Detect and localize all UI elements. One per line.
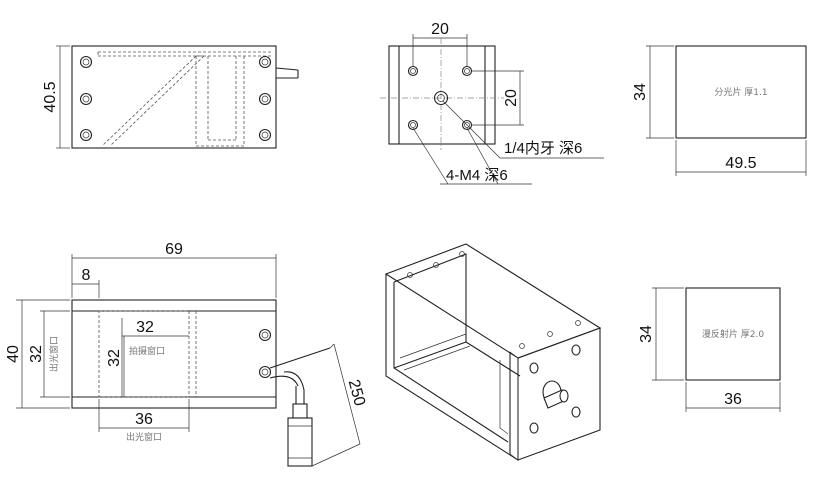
front-view-bottom: 69 8 40 32 出光窗口 32 32 拍摄窗口 36 出光窗口 <box>5 241 368 467</box>
dim-ext-250-top <box>329 343 335 349</box>
dim-ext-250-bottom <box>311 443 361 467</box>
iso-inner-bracket <box>499 360 509 435</box>
dim-line-250 <box>333 343 361 445</box>
iso-top-screw-2 <box>433 262 439 268</box>
iso-top-screw-5 <box>547 331 553 337</box>
iso-top-face <box>384 243 602 359</box>
screw-hole-br <box>258 128 272 142</box>
iso-left-front-edge <box>385 274 519 461</box>
diffuser-label: 漫反射片 厚2.0 <box>702 328 764 340</box>
hidden-mirror-line-1 <box>101 55 197 147</box>
dim-window-height-text: 32 <box>28 345 45 363</box>
m4-hole-bl-inner <box>410 122 416 128</box>
iso-inner-floor-line <box>399 333 467 359</box>
screw-hole-mr <box>258 92 272 106</box>
hidden-mirror-line-2 <box>109 55 205 147</box>
note-thread-text: 1/4内牙 深6 <box>504 140 582 157</box>
cable-top-edge <box>269 347 331 369</box>
cable-strain-relief <box>292 403 308 419</box>
connector-body <box>287 417 313 467</box>
dim-splitter-height-text: 34 <box>632 83 649 101</box>
thread-hole-center-inner <box>437 94 445 102</box>
dim-diffuser-height-text: 34 <box>638 325 655 343</box>
dim-width-text: 20 <box>431 21 449 38</box>
iso-boss-tip <box>559 389 569 403</box>
iso-inner-floor-back <box>393 341 467 369</box>
dim-height-40-text: 40 <box>5 345 22 363</box>
screw-hole-ml-inner <box>82 95 90 103</box>
dim-diffuser-width-text: 36 <box>724 391 742 408</box>
light-window-outline <box>98 310 190 398</box>
iso-top-screw-6 <box>575 320 581 326</box>
screw-hole-upper <box>258 328 272 342</box>
m4-hole-br <box>461 119 473 131</box>
shoot-window-label: 拍摄窗口 <box>129 345 165 357</box>
iso-inner-floor-line-2 <box>403 345 471 371</box>
iso-top-screw-4 <box>519 343 525 349</box>
m4-hole-br-inner <box>464 122 470 128</box>
note-holes-text: 4-M4 深6 <box>446 167 508 184</box>
screw-hole-mr-inner <box>261 95 269 103</box>
iso-top-screw-3 <box>459 251 465 257</box>
isometric-view <box>384 243 602 461</box>
iso-left-inner-back <box>393 253 467 342</box>
dim-height-text: 40.5 <box>42 81 59 112</box>
screw-hole-bl <box>79 128 93 142</box>
dim-offset-text: 8 <box>82 267 91 284</box>
m4-hole-bl <box>407 119 419 131</box>
dim-height-text-side: 20 <box>503 89 520 107</box>
leader-holes-right <box>466 127 499 185</box>
iso-top-screw-1 <box>407 272 413 278</box>
front-view-top: 40.5 <box>42 45 299 149</box>
front-body-outline <box>71 45 277 149</box>
screw-hole-bl-inner <box>82 131 90 139</box>
screw-hole-tr-inner <box>261 58 269 66</box>
screw-hole-tl-inner <box>82 58 90 66</box>
screw-hole-lower-inner <box>261 368 269 376</box>
cable-inner-edge <box>269 375 299 387</box>
m4-hole-tl-inner <box>410 68 416 74</box>
iso-end-plate-edge <box>509 351 519 461</box>
diffuser-plate-view: 漫反射片 厚2.0 34 36 <box>638 287 781 412</box>
dim-splitter-width-text: 49.5 <box>725 155 756 172</box>
thread-hole-center <box>433 90 449 106</box>
screw-hole-tr <box>258 55 272 69</box>
iso-plate-hole-3 <box>571 406 581 418</box>
iso-plate-hole-4 <box>529 422 539 434</box>
screw-hole-upper-inner <box>261 331 269 339</box>
splitter-plate-view: 分光片 厚1.1 34 49.5 <box>632 45 807 176</box>
dim-inner-width-text: 32 <box>136 319 154 336</box>
m4-hole-tr <box>461 65 473 77</box>
dim-inner-height-text: 32 <box>106 349 123 367</box>
screw-hole-tl <box>79 55 93 69</box>
leader-holes-left <box>412 127 449 185</box>
iso-inner-right-floor <box>465 341 521 377</box>
screw-hole-ml <box>79 92 93 106</box>
screw-hole-lower <box>258 365 272 379</box>
m4-hole-tl <box>407 65 419 77</box>
dim-window-width-text: 36 <box>135 411 153 428</box>
cable-stub-upper <box>275 67 299 71</box>
m4-hole-tr-inner <box>464 68 470 74</box>
screw-hole-br-inner <box>261 131 269 139</box>
dim-total-width-text: 69 <box>165 241 183 258</box>
leader-thread <box>442 100 501 159</box>
iso-plate-hole-2 <box>529 362 539 374</box>
cable-bend <box>283 371 305 404</box>
light-window-side-label: 出光窗口 <box>48 336 60 372</box>
iso-plate-hole-1 <box>571 344 581 356</box>
dim-cable-length-text: 250 <box>345 378 368 408</box>
side-body-outline <box>388 45 496 145</box>
diffuser-plate-outline <box>685 287 781 381</box>
front-body-outline-bottom <box>71 299 277 409</box>
splitter-label: 分光片 厚1.1 <box>714 86 767 98</box>
light-window-bottom-label: 出光窗口 <box>126 431 162 443</box>
splitter-plate-outline <box>675 45 807 139</box>
side-view-top: 20 20 1/4内牙 深6 4-M4 深6 <box>380 21 604 185</box>
